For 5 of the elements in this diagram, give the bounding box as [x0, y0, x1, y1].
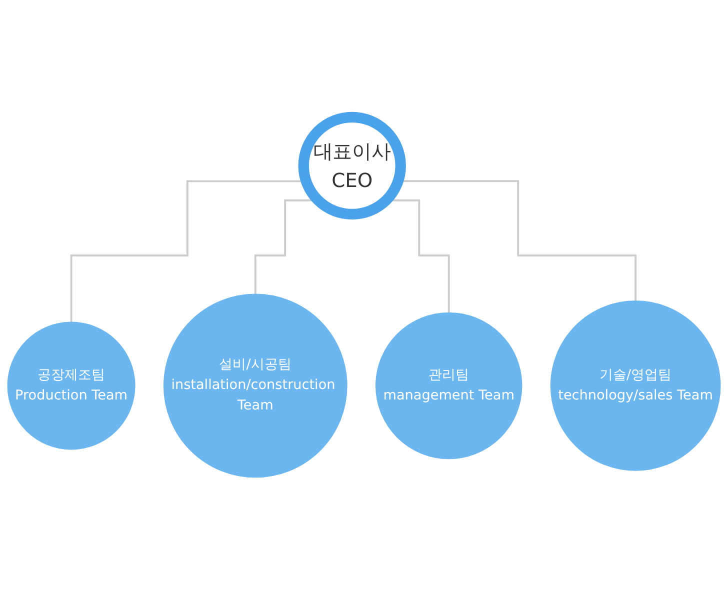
node-circle: 기술/영업팀 technology/sales Team — [550, 300, 721, 471]
node-circle: 관리팀 management Team — [375, 312, 522, 460]
node-circle: 대표이사 CEO — [298, 112, 406, 220]
node-circle: 공장제조팀 Production Team — [7, 322, 136, 450]
node-circle: 설비/시공팀 installation/construction Team — [163, 294, 348, 478]
